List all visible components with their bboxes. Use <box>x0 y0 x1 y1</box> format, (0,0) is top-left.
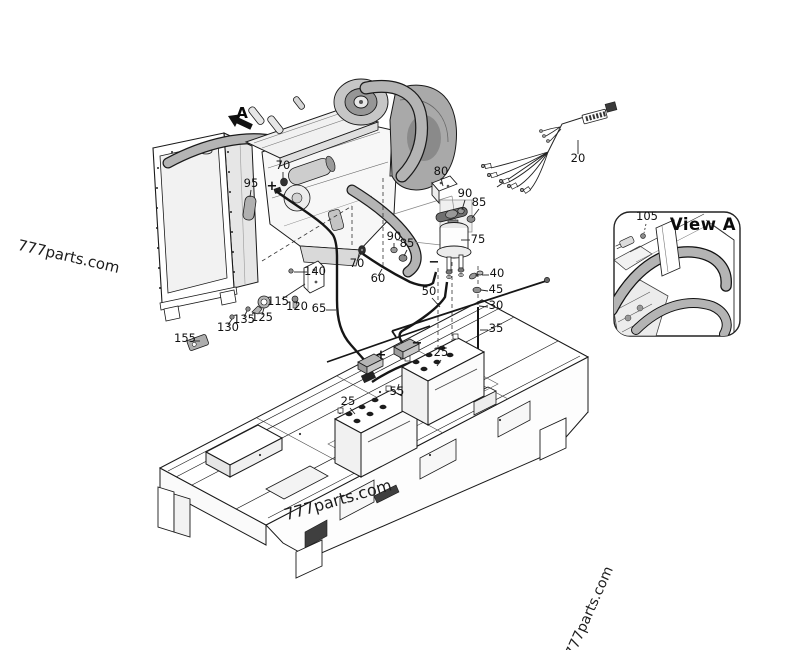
callout-35: 35 <box>489 321 504 335</box>
callout-140: 140 <box>304 264 326 278</box>
grommet-70-upper <box>280 177 288 187</box>
bracket-80 <box>431 175 458 205</box>
view-a-title: View A <box>670 215 736 234</box>
nut-45 <box>472 286 482 294</box>
part-105 <box>640 233 646 239</box>
callout-120: 120 <box>286 299 308 313</box>
direction-arrow: A <box>228 104 253 130</box>
callout-105: 105 <box>636 209 658 223</box>
leader-lines <box>193 140 579 415</box>
callout-95: 95 <box>244 176 259 190</box>
symbol-+: + <box>267 179 278 194</box>
injectors <box>248 96 306 134</box>
callout-30: 30 <box>489 298 504 312</box>
battery-disconnect-switch <box>358 175 476 280</box>
callout-115: 115 <box>267 294 289 308</box>
callout-20: 20 <box>571 151 586 165</box>
intake-hose <box>359 80 429 183</box>
screw-140 <box>288 268 294 274</box>
clamp-155 <box>186 334 209 351</box>
callout-125: 125 <box>251 310 273 324</box>
callout-25: 25 <box>434 345 449 359</box>
holddown-bar-30 <box>391 280 547 332</box>
screw-135 <box>245 306 251 312</box>
callout-155: 155 <box>174 331 196 345</box>
battery-right <box>393 333 486 426</box>
view-a-bubble: View A <box>613 211 741 337</box>
battery-left <box>333 353 419 478</box>
callout-50: 50 <box>422 284 437 298</box>
callout-65: 65 <box>312 301 327 315</box>
callout-75: 75 <box>471 232 486 246</box>
clamp-125 <box>251 295 271 315</box>
callout-70: 70 <box>350 256 365 270</box>
callout-85: 85 <box>400 236 415 250</box>
outlet-hose <box>346 184 422 278</box>
callout-90: 90 <box>387 229 402 243</box>
callout-55: 55 <box>390 384 405 398</box>
callout-135: 135 <box>233 312 255 326</box>
callout-25: 25 <box>341 394 356 408</box>
bracket-115 <box>303 260 325 294</box>
callout-130: 130 <box>217 320 239 334</box>
wiring-harness-20 <box>481 101 618 194</box>
callout-90: 90 <box>458 186 473 200</box>
part-95-sleeve <box>242 195 257 221</box>
engine-assembly <box>162 78 473 278</box>
cable-50 <box>398 281 449 348</box>
direction-arrow-label: A <box>236 104 248 122</box>
radiator <box>152 132 259 322</box>
turbocharger <box>333 78 389 126</box>
callout-80: 80 <box>434 164 449 178</box>
callout-45: 45 <box>489 282 504 296</box>
wing-nut-40 <box>468 270 484 280</box>
holddown-bar-left <box>326 325 431 363</box>
cable-60 <box>362 253 438 287</box>
starter-motor <box>288 155 336 185</box>
polarity-symbols: + + − − <box>267 179 440 363</box>
arrow-icon <box>228 114 253 130</box>
symbol-+: + <box>376 348 387 363</box>
view-a-content <box>614 213 735 336</box>
callout-85: 85 <box>472 195 487 209</box>
callout-40: 40 <box>490 266 505 280</box>
callout-60: 60 <box>371 271 386 285</box>
callout-labels: 7095208090857590857060140115120125135130… <box>174 151 658 408</box>
ground-strap-hardware <box>186 260 325 351</box>
symbol-−: − <box>412 336 423 351</box>
symbol-−: − <box>429 255 440 270</box>
callout-70: 70 <box>276 158 291 172</box>
